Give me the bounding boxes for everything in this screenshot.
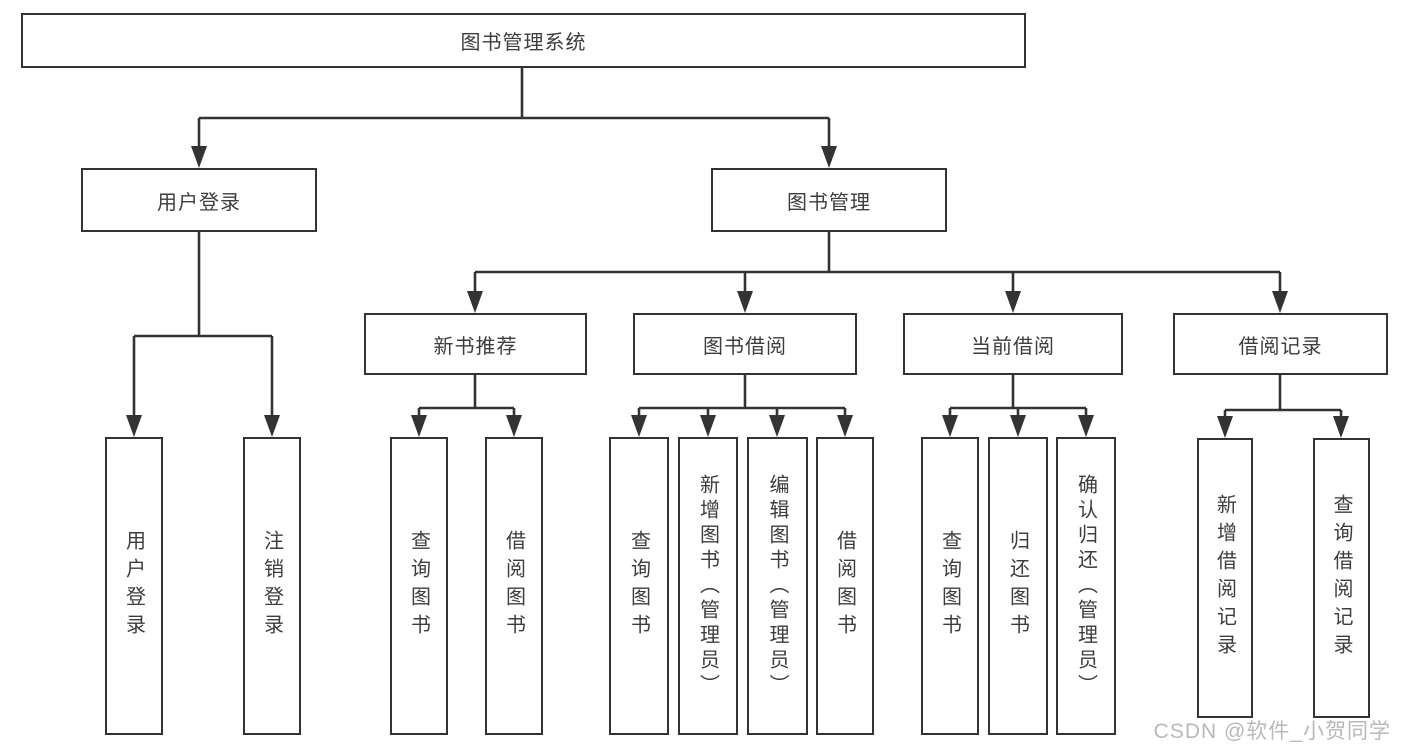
leaf-query-borrow-record: 查询借阅记录	[1313, 438, 1370, 718]
node-book-management: 图书管理	[711, 168, 947, 232]
leaf-query-books-borrowing: 查询图书	[609, 437, 669, 735]
node-library-system: 图书管理系统	[21, 13, 1026, 68]
node-new-book-recommend: 新书推荐	[364, 313, 587, 375]
node-current-borrowing: 当前借阅	[903, 313, 1123, 375]
leaf-query-books-recommend: 查询图书	[390, 437, 448, 735]
leaf-edit-books-admin: 编辑图书（管理员）	[747, 437, 808, 735]
node-user-login: 用户登录	[81, 168, 317, 232]
leaf-query-books-current: 查询图书	[921, 437, 979, 735]
leaf-add-borrow-record: 新增借阅记录	[1197, 438, 1253, 718]
node-book-borrowing: 图书借阅	[633, 313, 857, 375]
leaf-borrow-books-recommend: 借阅图书	[485, 437, 543, 735]
leaf-user-login: 用户登录	[105, 437, 163, 735]
node-borrowing-records: 借阅记录	[1173, 313, 1388, 375]
leaf-logout: 注销登录	[243, 437, 301, 735]
leaf-borrow-books-borrowing: 借阅图书	[816, 437, 874, 735]
leaf-confirm-return-admin: 确认归还（管理员）	[1056, 437, 1116, 735]
leaf-return-books: 归还图书	[988, 437, 1048, 735]
leaf-add-books-admin: 新增图书（管理员）	[678, 437, 738, 735]
csdn-watermark: CSDN @软件_小贺同学	[1153, 720, 1391, 743]
